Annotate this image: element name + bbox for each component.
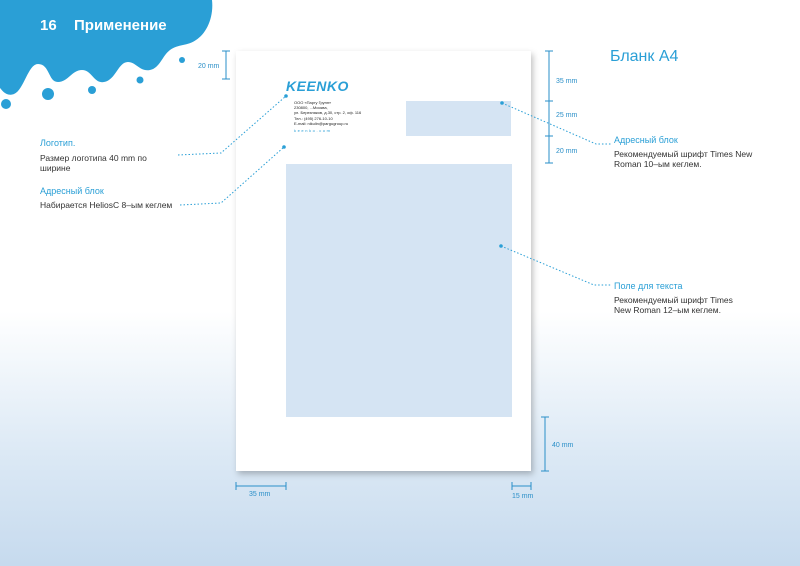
address-line: E-mail: nikulin@pargugroup.ru — [294, 120, 349, 126]
page-title: Применение — [74, 17, 167, 34]
dim-bottom-right: 40 mm — [552, 442, 574, 449]
address-block-area — [406, 101, 511, 136]
ink-splash-header — [0, 0, 213, 109]
logo-annotation-text: Размер логотипа 40 mm по ширине — [40, 153, 147, 173]
dim-right-20: 20 mm — [556, 148, 578, 155]
address-right-annotation-text: Рекомендуемый шрифт Times New Roman 10–ы… — [614, 149, 753, 169]
dim-right-margin: 15 mm — [512, 493, 534, 500]
address-right-annotation-title: Адресный блок — [614, 135, 678, 145]
dim-right-35: 35 mm — [556, 78, 578, 85]
keenko-logo: KEENKO — [286, 78, 349, 94]
address-left-annotation-title: Адресный блок — [40, 186, 104, 196]
address-line: Тел.: (495) 276-10-10 — [294, 115, 333, 121]
address-line: 230800, ...Москва, — [294, 105, 328, 111]
text-field-area — [286, 164, 512, 417]
text-field-annotation-title: Поле для текста — [614, 281, 683, 291]
dim-left-margin: 35 mm — [249, 491, 271, 498]
address-left-annotation-text: Набирается HeliosC 8–ым кеглем — [40, 200, 173, 210]
dim-right-25: 25 mm — [556, 112, 578, 119]
address-line: ООО «Паргу Групп» — [294, 100, 332, 105]
section-heading: Бланк А4 — [610, 48, 679, 65]
text-field-annotation-text: Рекомендуемый шрифт Times New Roman 12–ы… — [614, 295, 733, 315]
page-number: 16 — [40, 17, 57, 34]
letterhead-website: keenko.com — [294, 128, 332, 133]
letterhead-address: ООО «Паргу Групп» 230800, ...Москва, ул.… — [294, 100, 361, 126]
logo-annotation-title: Логотип. — [40, 138, 76, 148]
dim-top-left: 20 mm — [198, 63, 220, 70]
address-line: ул. Березняков, д.30, стр. 2, оф. 116 — [294, 110, 362, 116]
